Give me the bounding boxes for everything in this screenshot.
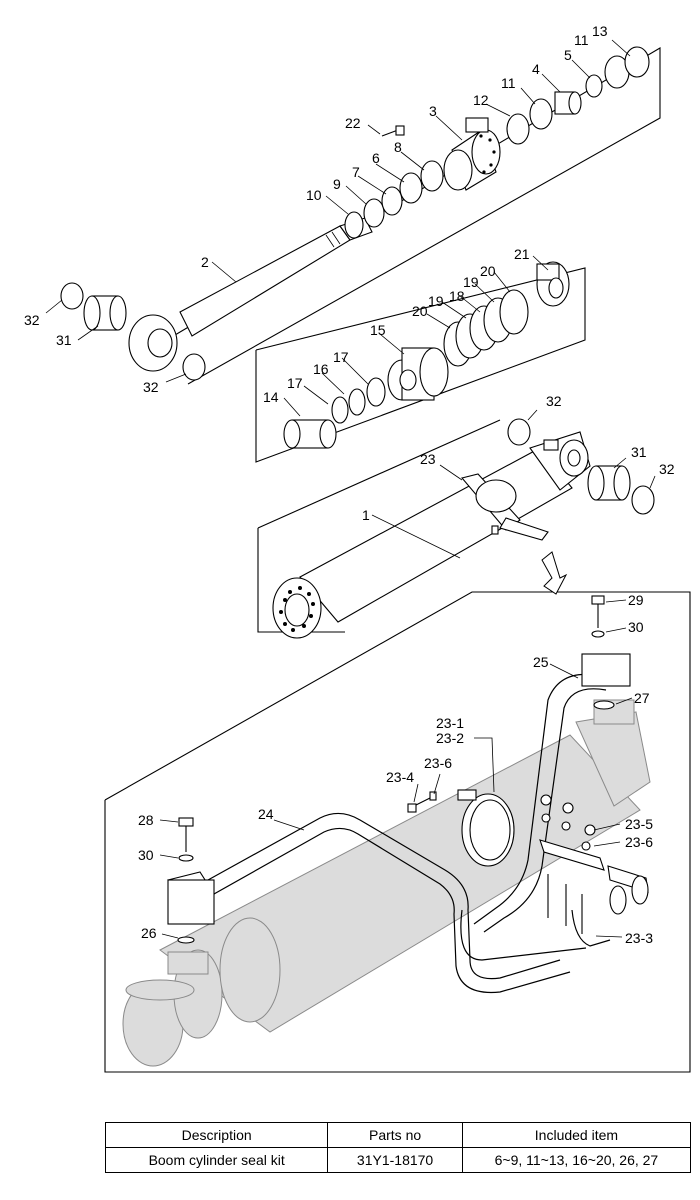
snap-ring-32-a	[60, 282, 84, 310]
callout-23: 23	[420, 451, 436, 467]
callout-7: 7	[352, 164, 360, 180]
cell-description: Boom cylinder seal kit	[104, 1147, 329, 1173]
callout-9: 9	[333, 176, 341, 192]
cell-included-item: 6~9, 11~13, 16~20, 26, 27	[461, 1147, 692, 1173]
callout-23-1: 23-1	[436, 715, 464, 731]
callout-14: 14	[263, 389, 279, 405]
callout-17a: 17	[333, 349, 349, 365]
callout-19a: 19	[428, 293, 444, 309]
bushing-31-left	[83, 295, 127, 331]
header-parts-no: Parts no	[327, 1122, 463, 1148]
snap-ring-32-c	[507, 418, 531, 446]
callout-23-2: 23-2	[436, 730, 464, 746]
callout-32b: 32	[143, 379, 159, 395]
snap-ring-32-d	[631, 485, 655, 515]
callout-labels: 1 2 3 4 5 6 7 8 9 10 11 11 12 13 14 15 1…	[24, 23, 675, 946]
callout-21: 21	[514, 246, 530, 262]
callout-24: 24	[258, 806, 274, 822]
header-description: Description	[104, 1122, 329, 1148]
callout-23-5: 23-5	[625, 816, 653, 832]
callout-29: 29	[628, 592, 644, 608]
callout-27: 27	[634, 690, 650, 706]
callout-30b: 30	[138, 847, 154, 863]
callout-30a: 30	[628, 619, 644, 635]
callout-15: 15	[370, 322, 386, 338]
leader-lines	[45, 39, 656, 939]
callout-3: 3	[429, 103, 437, 119]
callout-17b: 17	[287, 375, 303, 391]
callout-23-4: 23-4	[386, 769, 414, 785]
callout-32d: 32	[659, 461, 675, 477]
seal-kit-header-row: Description Parts no Included item	[104, 1122, 692, 1148]
callout-11b: 11	[574, 32, 589, 48]
callout-31b: 31	[631, 444, 647, 460]
callout-22: 22	[345, 115, 361, 131]
callout-1: 1	[362, 507, 370, 523]
piston-rod	[128, 217, 373, 372]
callout-4: 4	[532, 61, 540, 77]
callout-12: 12	[473, 92, 489, 108]
callout-19b: 19	[463, 274, 479, 290]
snap-ring-32-b	[182, 353, 206, 381]
rod-seals	[344, 160, 444, 239]
callout-6: 6	[372, 150, 380, 166]
header-included-item: Included item	[461, 1122, 692, 1148]
callout-31a: 31	[56, 332, 72, 348]
callout-25: 25	[533, 654, 549, 670]
callout-23-3: 23-3	[625, 930, 653, 946]
callout-20a: 20	[412, 303, 428, 319]
detail-arrow	[541, 551, 568, 595]
exploded-parts-diagram: 1 2 3 4 5 6 7 8 9 10 11 11 12 13 14 15 1…	[24, 23, 691, 1073]
callout-2: 2	[201, 254, 209, 270]
callout-23-6b: 23-6	[625, 834, 653, 850]
callout-13: 13	[592, 23, 608, 39]
bolt-22	[381, 125, 405, 137]
callout-11a: 11	[501, 75, 516, 91]
seal-kit-row: Boom cylinder seal kit 31Y1-18170 6~9, 1…	[104, 1147, 692, 1173]
cylinder-tube-1	[272, 431, 591, 639]
callout-32c: 32	[546, 393, 562, 409]
cover-seals	[506, 46, 650, 145]
callout-10: 10	[306, 187, 322, 203]
callout-20b: 20	[480, 263, 496, 279]
piston-assembly	[283, 261, 570, 449]
callout-5: 5	[564, 47, 572, 63]
bushing-31-right	[587, 465, 631, 501]
callout-16: 16	[313, 361, 329, 377]
detail-view	[122, 595, 651, 1067]
callout-23-6a: 23-6	[424, 755, 452, 771]
callout-26: 26	[141, 925, 157, 941]
callout-28: 28	[138, 812, 154, 828]
callout-8: 8	[394, 139, 402, 155]
callout-18: 18	[449, 288, 465, 304]
rod-cover-3	[443, 117, 501, 191]
cell-parts-no: 31Y1-18170	[327, 1147, 463, 1173]
callout-32a: 32	[24, 312, 40, 328]
seal-kit-table: Description Parts no Included item Boom …	[104, 1122, 692, 1173]
